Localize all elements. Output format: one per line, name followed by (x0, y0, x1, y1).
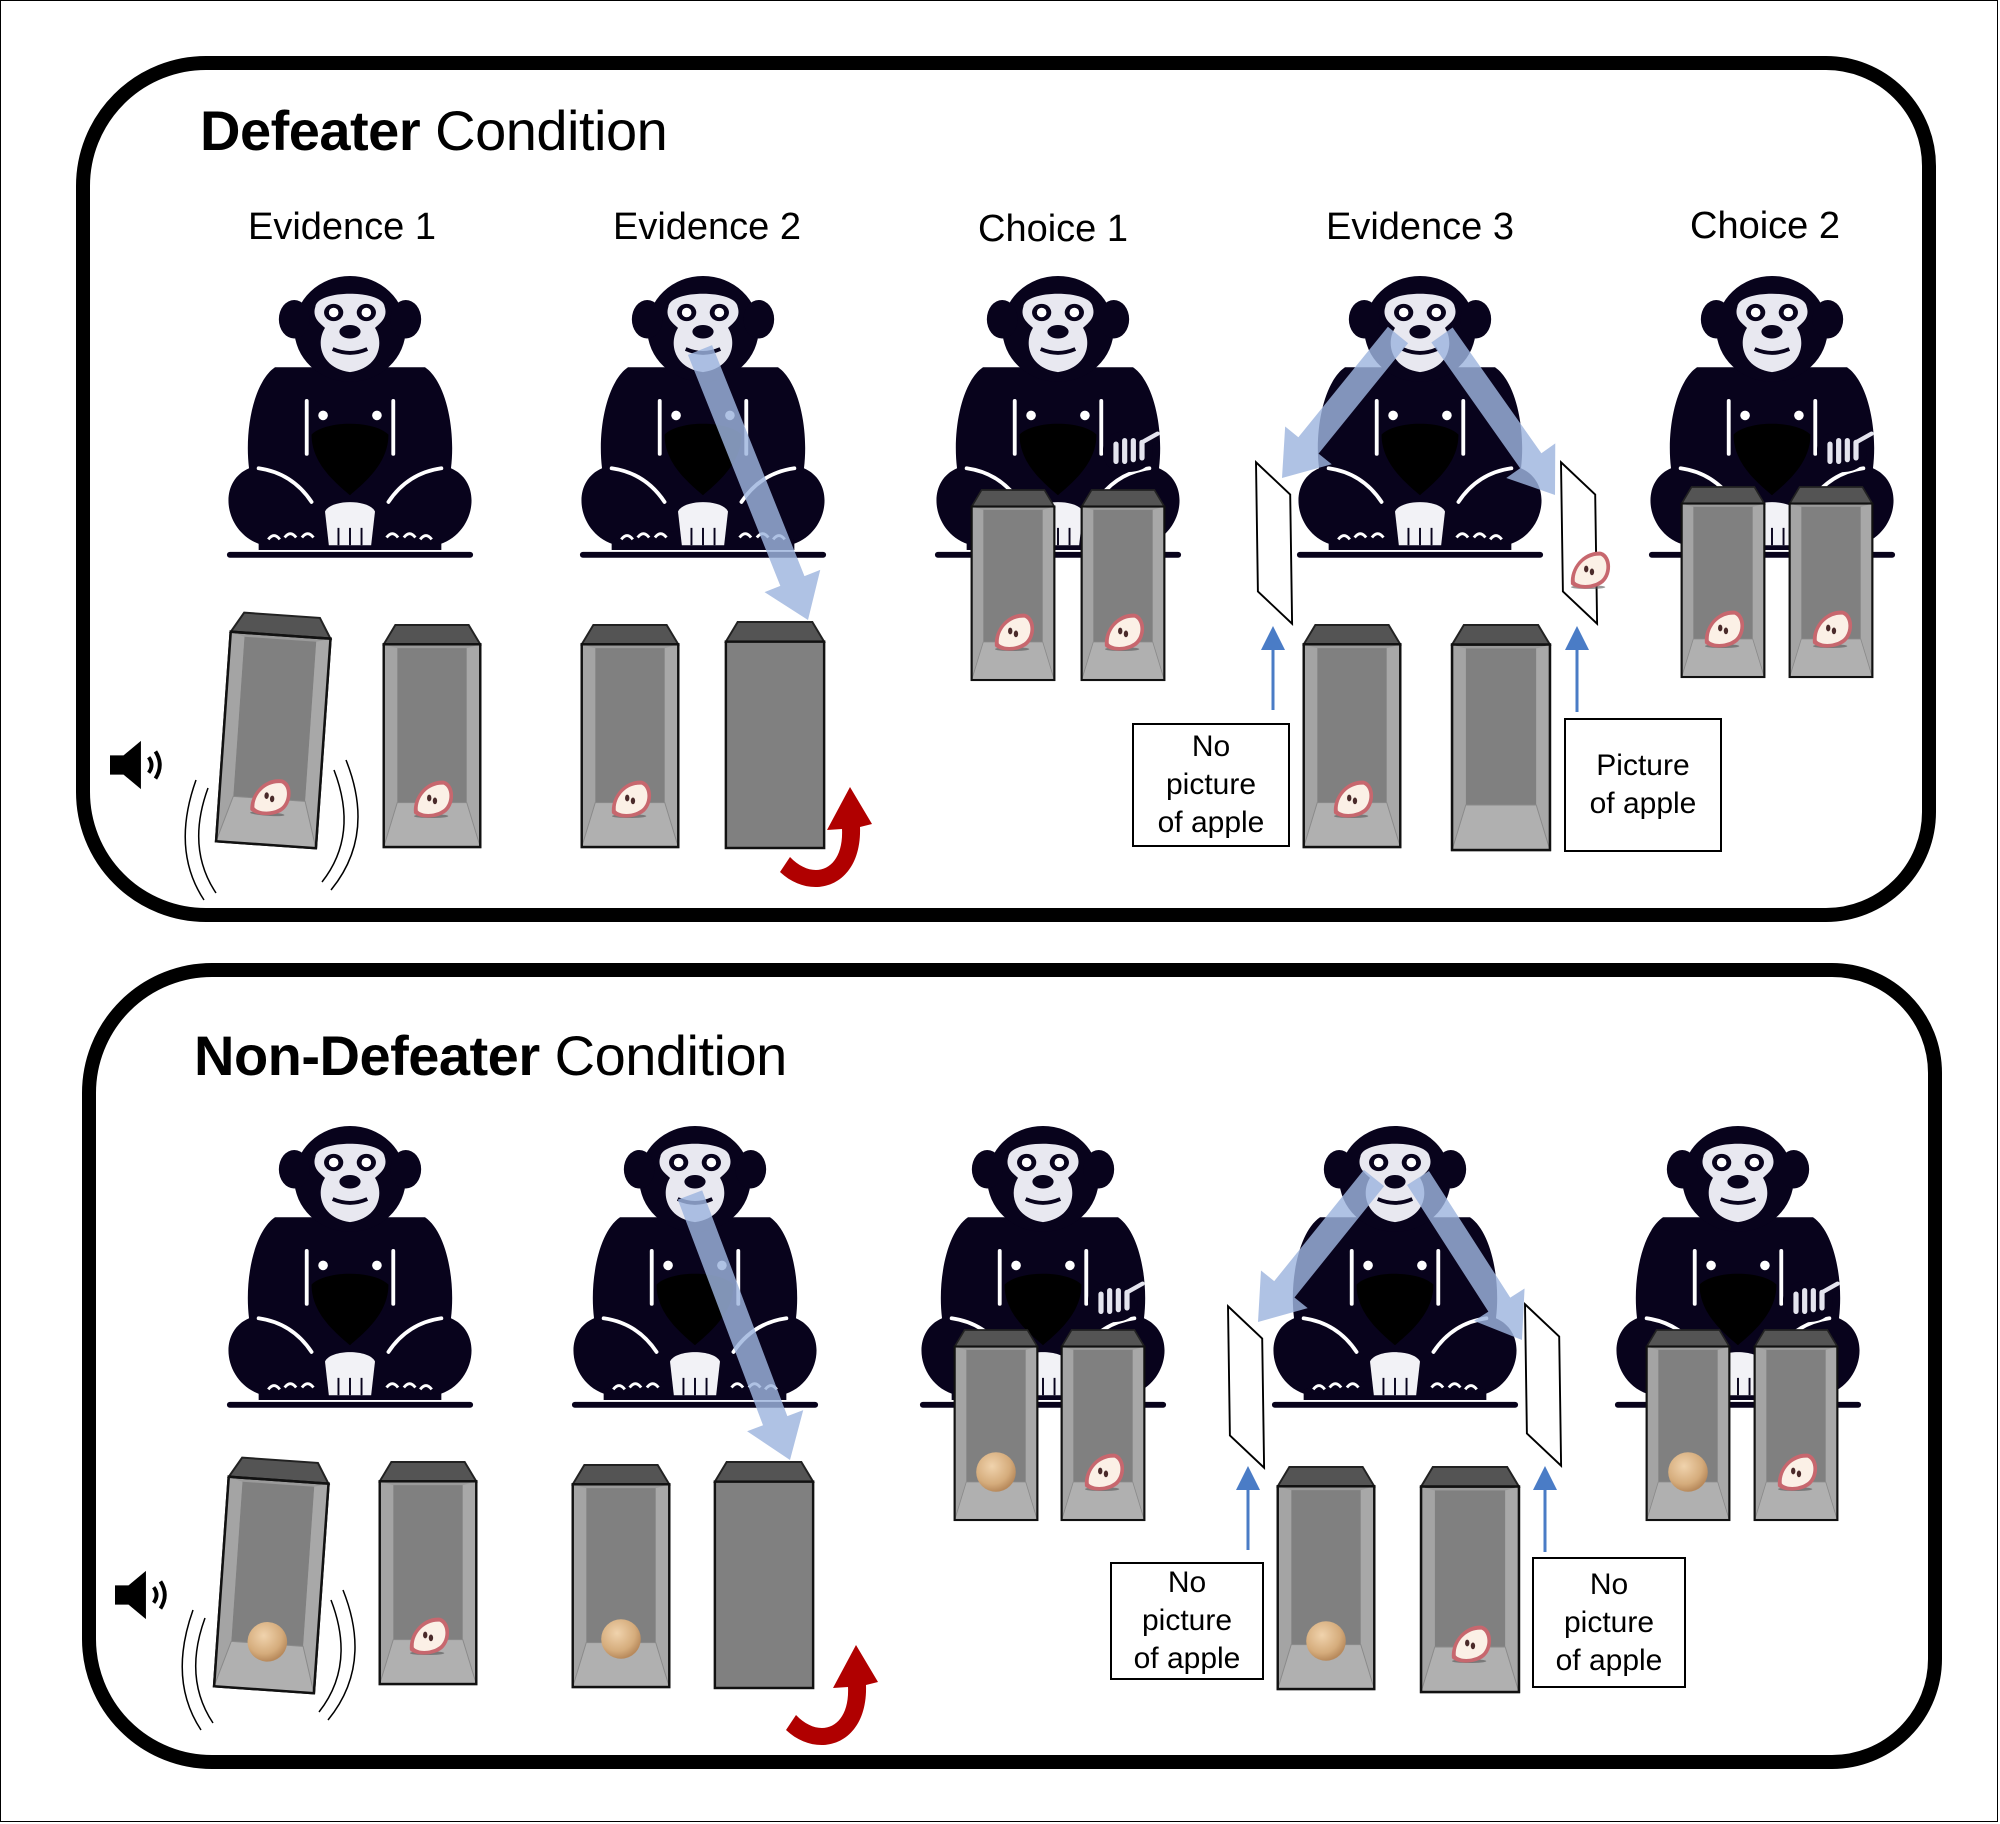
chimpanzee-icon (581, 276, 824, 555)
box-shape (724, 620, 826, 850)
rotate-arrow-icon (780, 787, 872, 887)
open-box (1450, 623, 1552, 852)
chimpanzee-icon (228, 276, 471, 555)
open-box (1753, 1328, 1839, 1522)
open-box (382, 623, 482, 849)
phase-choice-2 (1650, 276, 1893, 679)
phase-choice-1 (921, 1126, 1164, 1522)
shake-motion-icon (184, 759, 359, 901)
gaze-arrow (687, 345, 821, 620)
open-box (970, 488, 1056, 682)
picture-screen (1227, 1305, 1266, 1469)
open-box (1419, 1465, 1521, 1694)
gaze-arrow (1282, 326, 1409, 478)
note-no-picture-of-apple: No picture of apple (1110, 1562, 1264, 1680)
nondefeater-panel-title: Non-Defeater Condition (194, 1023, 787, 1088)
title-bold: Non-Defeater (194, 1024, 540, 1087)
picture-screen (1524, 1303, 1563, 1467)
open-box (1680, 485, 1766, 679)
shake-line (330, 759, 359, 891)
open-box (1060, 1328, 1146, 1522)
picture-screen (1560, 461, 1599, 625)
open-box (212, 1455, 332, 1695)
speaker-sound-icon (113, 1568, 167, 1622)
wooden-ball (976, 1452, 1016, 1492)
wooden-ball (1306, 1621, 1346, 1661)
open-box (953, 1328, 1039, 1522)
open-box (1645, 1328, 1731, 1522)
chimpanzee-icon (573, 1126, 816, 1405)
open-box (214, 610, 334, 850)
gaze-arrow (1407, 1170, 1525, 1340)
title-rest: Condition (539, 1024, 788, 1087)
phase-evidence-1 (113, 1126, 478, 1731)
note-picture-of-apple: Picture of apple (1564, 718, 1722, 852)
phase-label-evidence-3: Evidence 3 (1325, 206, 1515, 248)
box-shape (1788, 485, 1874, 679)
open-box (378, 1460, 478, 1686)
open-box (1788, 485, 1874, 679)
box-shape (970, 488, 1056, 682)
rotate-arrow-icon (786, 1645, 878, 1745)
phase-choice-1 (936, 276, 1179, 682)
open-box (580, 623, 680, 849)
open-box (1080, 488, 1166, 682)
shake-line (181, 1609, 202, 1731)
shake-line (318, 1599, 342, 1713)
shake-line (194, 1617, 214, 1724)
gaze-arrow (1258, 1169, 1385, 1322)
box-shape (713, 1460, 815, 1690)
box-shape (1450, 623, 1552, 852)
wooden-ball (1668, 1452, 1708, 1492)
open-box (1302, 623, 1402, 849)
phase-choice-2 (1616, 1126, 1859, 1522)
box-shape (1060, 1328, 1146, 1522)
picture-screen (1255, 461, 1294, 625)
open-box (571, 1463, 671, 1689)
shake-line (197, 787, 217, 894)
phase-evidence-3 (1227, 1126, 1563, 1694)
shake-line (321, 769, 345, 883)
wooden-ball (601, 1619, 641, 1659)
phase-evidence-3 (1255, 276, 1611, 852)
defeater-scene (108, 276, 1894, 901)
defeater-panel-title: Defeater Condition (200, 98, 668, 163)
box-shape (1080, 488, 1166, 682)
title-bold: Defeater (200, 99, 421, 162)
gaze-arrow (677, 1190, 804, 1460)
note-no-picture-of-apple: No picture of apple (1132, 723, 1290, 847)
title-rest: Condition (420, 99, 668, 162)
shake-line (184, 779, 205, 901)
nondefeater-scene (113, 1126, 1860, 1745)
note-no-picture-of-apple: No picture of apple (1532, 1557, 1686, 1688)
closed-box (724, 620, 826, 850)
phase-label-evidence-2: Evidence 2 (612, 206, 802, 248)
box-shape (1680, 485, 1766, 679)
phase-label-choice-1: Choice 1 (978, 208, 1128, 250)
shake-motion-icon (181, 1589, 356, 1731)
phase-evidence-2 (573, 1126, 878, 1745)
phase-evidence-1 (108, 276, 482, 901)
open-box (1276, 1465, 1376, 1691)
phase-label-choice-2: Choice 2 (1690, 205, 1840, 247)
phase-label-evidence-1: Evidence 1 (247, 206, 437, 248)
chimpanzee-icon (228, 1126, 471, 1405)
shake-line (327, 1589, 356, 1721)
speaker-sound-icon (108, 738, 162, 792)
box-shape (1753, 1328, 1839, 1522)
phase-evidence-2 (581, 276, 872, 887)
gaze-arrow (1431, 327, 1556, 495)
closed-box (713, 1460, 815, 1690)
